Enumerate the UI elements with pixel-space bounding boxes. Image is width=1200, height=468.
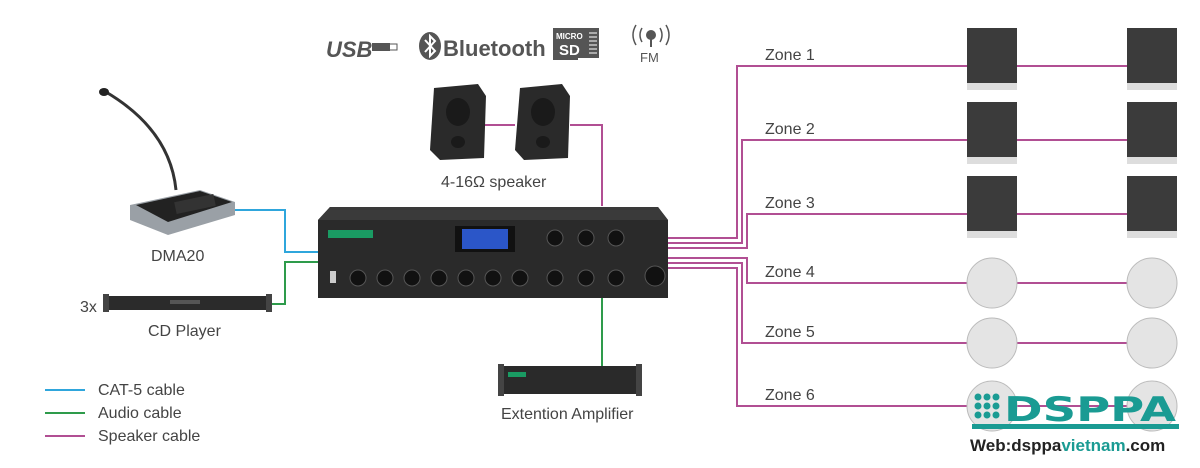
microsd-icon: MICRO SD bbox=[553, 28, 599, 60]
box-speaker bbox=[967, 28, 1017, 90]
box-speaker bbox=[967, 176, 1017, 238]
wall-speaker-right bbox=[515, 84, 570, 160]
ceiling-speaker bbox=[966, 380, 1018, 432]
zone2-cable bbox=[668, 139, 1170, 244]
extension-amplifier bbox=[498, 364, 642, 396]
cables bbox=[232, 65, 1170, 407]
zone-3-label: Zone 3 bbox=[765, 195, 815, 212]
box-speaker bbox=[1127, 176, 1177, 238]
ceiling-speaker bbox=[966, 317, 1018, 369]
svg-text:FM: FM bbox=[640, 50, 659, 65]
ceiling-speaker bbox=[1126, 317, 1178, 369]
legend-audio: Audio cable bbox=[98, 405, 182, 422]
watermark-web: Web:dsppavietnam.com bbox=[970, 436, 1165, 455]
ceiling-speakers bbox=[966, 257, 1178, 432]
zone6-cable bbox=[668, 267, 1170, 407]
dma20-label: DMA20 bbox=[151, 248, 204, 265]
zone-labels: Zone 1 Zone 2 Zone 3 Zone 4 Zone 5 Zone … bbox=[765, 47, 815, 404]
wall-speaker-left bbox=[430, 84, 486, 160]
speaker-pair-label: 4-16Ω speaker bbox=[441, 174, 547, 191]
audio-cable-cd bbox=[270, 261, 318, 305]
zone-5-label: Zone 5 bbox=[765, 324, 815, 341]
ceiling-speaker bbox=[966, 257, 1018, 309]
box-speakers bbox=[967, 28, 1177, 238]
zone3-cable bbox=[668, 213, 1170, 249]
dsppa-watermark: DSPPA Web:dsppavietnam.com bbox=[970, 390, 1179, 455]
legend-speaker: Speaker cable bbox=[98, 428, 200, 445]
box-speaker bbox=[1127, 102, 1177, 164]
svg-text:MICRO: MICRO bbox=[556, 32, 583, 41]
legend-cat5: CAT-5 cable bbox=[98, 382, 185, 399]
usb-icon: USB bbox=[326, 37, 398, 62]
box-speaker bbox=[967, 102, 1017, 164]
zone-1-label: Zone 1 bbox=[765, 47, 815, 64]
svg-text:DSPPA: DSPPA bbox=[1004, 390, 1177, 430]
svg-text:SD: SD bbox=[559, 42, 580, 59]
zone4-cable bbox=[668, 257, 1170, 284]
fm-radio-icon: FM bbox=[632, 24, 670, 65]
zone-2-label: Zone 2 bbox=[765, 121, 815, 138]
cd-count-label: 3x bbox=[80, 299, 97, 316]
cd-player-label: CD Player bbox=[148, 323, 222, 340]
speaker-cable-top-amp bbox=[570, 124, 603, 206]
bluetooth-icon: Bluetooth bbox=[419, 32, 546, 61]
svg-text:USB: USB bbox=[326, 37, 373, 62]
svg-text:Bluetooth: Bluetooth bbox=[443, 36, 546, 61]
ceiling-speaker bbox=[1126, 380, 1178, 432]
extension-amplifier-label: Extention Amplifier bbox=[501, 406, 634, 423]
dma20-paging-microphone bbox=[99, 88, 235, 235]
box-speaker bbox=[1127, 28, 1177, 90]
zone-4-label: Zone 4 bbox=[765, 264, 815, 281]
zone1-cable bbox=[668, 65, 1170, 239]
legend: CAT-5 cable Audio cable Speaker cable bbox=[45, 382, 200, 445]
zone5-cable bbox=[668, 262, 1170, 344]
cat5-cable bbox=[232, 209, 318, 253]
zone-6-label: Zone 6 bbox=[765, 387, 815, 404]
mixer-amplifier bbox=[318, 207, 668, 298]
ceiling-speaker bbox=[1126, 257, 1178, 309]
cd-player bbox=[103, 294, 272, 312]
